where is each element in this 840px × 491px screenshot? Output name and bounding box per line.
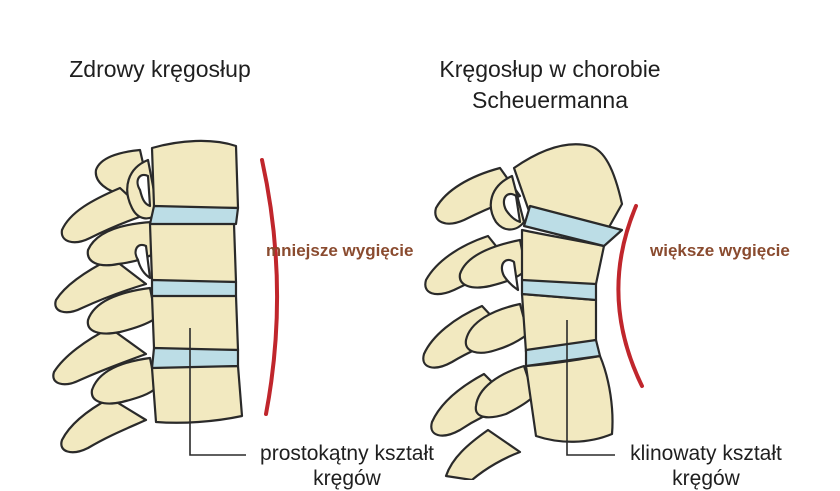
spinous-process xyxy=(60,186,150,244)
intervertebral-foramen xyxy=(134,243,152,280)
intervertebral-foramen xyxy=(500,258,520,292)
vertebral-body xyxy=(150,364,244,424)
intervertebral-disc xyxy=(522,204,624,248)
healthy-spine-title: Zdrowy kręgosłup xyxy=(69,56,251,82)
scheuermann-spine-title: Kręgosłup w chorobie Scheuermanna xyxy=(430,54,670,116)
intervertebral-foramen xyxy=(502,192,522,224)
vertebral-body xyxy=(150,293,240,352)
healthy-shape-label-line1: prostokątny kształt xyxy=(260,442,434,465)
intervertebral-disc xyxy=(524,338,602,368)
scheuermann-curve-label: większe wygięcie xyxy=(650,241,790,260)
intervertebral-disc xyxy=(150,278,238,298)
healthy-shape-pointer xyxy=(189,328,246,456)
vertebral-body xyxy=(150,139,240,210)
scheuermann-spine-illustration xyxy=(422,143,624,480)
spinous-process xyxy=(444,428,522,480)
scheuermann-title-line1: Kręgosłup w chorobie xyxy=(439,56,661,82)
vertebral-body xyxy=(524,354,614,443)
healthy-spine-illustration xyxy=(52,139,244,454)
scheuermann-shape-label: klinowaty kształt kręgów xyxy=(620,441,792,491)
spinous-process xyxy=(52,326,148,386)
articular-process xyxy=(464,302,530,354)
scheuermann-curvature-arc xyxy=(616,204,644,388)
intervertebral-foramen xyxy=(136,173,152,208)
articular-process xyxy=(86,286,158,335)
scheuermann-shape-pointer xyxy=(566,320,615,456)
scheuermann-shape-label-line2: kręgów xyxy=(672,467,740,490)
vertebral-body xyxy=(148,221,238,284)
intervertebral-disc xyxy=(520,278,598,302)
healthy-curve-label: mniejsze wygięcie xyxy=(266,241,414,260)
spinous-process xyxy=(54,256,148,314)
scheuermann-title-line2: Scheuermanna xyxy=(472,87,628,113)
healthy-shape-label-line2: kręgów xyxy=(313,467,381,490)
articular-process xyxy=(90,356,158,405)
healthy-curvature-arc xyxy=(260,158,280,416)
scheuermann-shape-label-line1: klinowaty kształt xyxy=(630,442,782,465)
intervertebral-disc xyxy=(150,346,240,370)
healthy-shape-label: prostokątny kształt kręgów xyxy=(246,441,448,491)
articular-process xyxy=(474,364,536,419)
spinous-process xyxy=(60,396,148,454)
intervertebral-disc xyxy=(148,204,240,226)
